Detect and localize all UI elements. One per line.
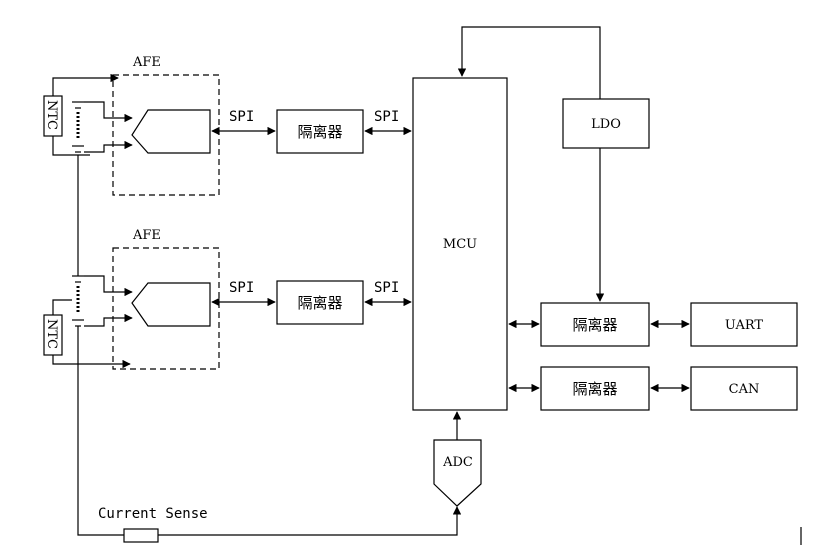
cell-top-sense-lower [84, 140, 133, 153]
mcu-block [412, 77, 508, 411]
afe-top-label: AFE [132, 55, 161, 70]
ntc-bottom-line-upper [52, 299, 72, 315]
isolator-can-label: 隔离器 [572, 380, 617, 398]
afe-bottom-label: AFE [132, 228, 161, 243]
cell-bottom-sense-lower [84, 313, 133, 327]
cell-bottom-sense-upper [84, 275, 133, 297]
isolator-top [276, 109, 364, 154]
ldo-label: LDO [591, 117, 621, 132]
ntc-top-label: NTC [44, 100, 59, 130]
pack-return-line [77, 326, 124, 536]
ldo-block [562, 98, 650, 149]
ldo-to-mcu [457, 26, 601, 99]
afe-bottom-amplifier [131, 282, 211, 327]
battery-stack-bottom [72, 275, 84, 327]
adc-block [433, 439, 482, 507]
isolator-bottom-label: 隔离器 [297, 294, 342, 312]
afe-top-amplifier [131, 109, 211, 154]
current-sense-shunt [123, 528, 159, 543]
adc-label: ADC [442, 455, 473, 470]
can-label: CAN [729, 382, 760, 397]
current-sense-to-adc [158, 506, 462, 536]
isolator-bottom [276, 280, 364, 325]
can-block [690, 366, 798, 411]
spi-bottom-right-label: SPI [374, 280, 399, 296]
uart-label: UART [725, 318, 764, 333]
ntc-bottom-label: NTC [44, 319, 59, 349]
isolator-can [540, 366, 650, 411]
uart-block [690, 302, 798, 347]
afe-bottom-boundary [112, 247, 220, 370]
spi-bottom-left-label: SPI [229, 280, 254, 296]
ntc-top-line-upper [52, 73, 119, 96]
mcu-label: MCU [443, 237, 477, 252]
battery-stack-top [72, 101, 84, 153]
cell-top-sense-upper [84, 101, 133, 123]
isolator-uart-label: 隔离器 [572, 316, 617, 334]
spi-top-left-label: SPI [229, 109, 254, 125]
isolator-top-label: 隔离器 [297, 123, 342, 141]
spi-top-right-label: SPI [374, 109, 399, 125]
isolator-uart [540, 302, 650, 347]
current-sense-label: Current Sense [98, 506, 208, 522]
ntc-bottom-line-lower [52, 355, 131, 369]
